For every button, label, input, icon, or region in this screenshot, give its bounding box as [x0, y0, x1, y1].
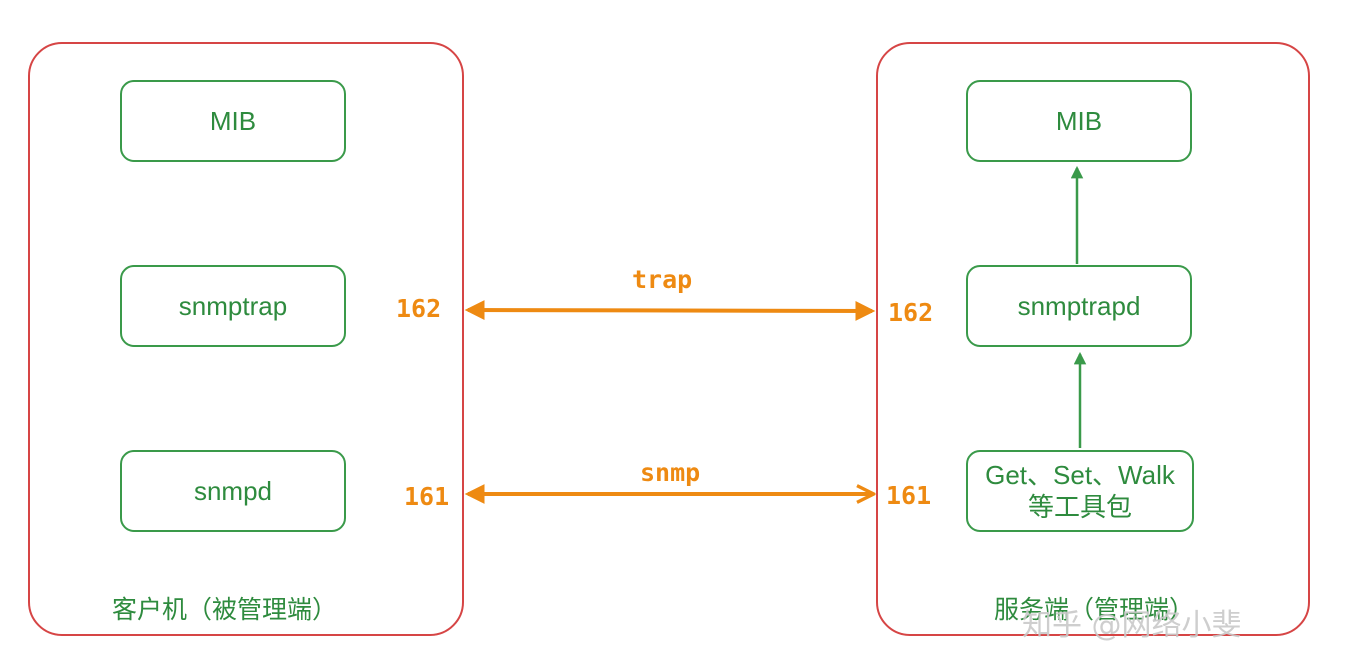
server-tools-line1: Get、Set、Walk [985, 460, 1175, 490]
watermark: 知乎 @网络小斐 [1022, 608, 1242, 643]
server-tools-line2: 等工具包 [1027, 492, 1132, 522]
client-trap-port: 162 [396, 294, 442, 323]
trap-link-arrow [464, 300, 876, 321]
server-snmptrapd-label: snmptrapd [1017, 291, 1141, 321]
client-snmpd-box[interactable]: snmpd [120, 450, 346, 532]
snmp-protocol-label: snmp [640, 458, 701, 487]
server-snmptrapd-box[interactable]: snmptrapd [966, 265, 1192, 347]
client-snmp-port: 161 [404, 482, 450, 511]
server-mib-box[interactable]: MIB [966, 80, 1192, 162]
client-snmptrap-box[interactable]: snmptrap [120, 265, 346, 347]
client-panel-label: 客户机（被管理端） [112, 595, 338, 624]
server-tools-box[interactable]: Get、Set、Walk 等工具包 [966, 450, 1194, 532]
server-mib-label: MIB [1055, 106, 1103, 136]
trap-protocol-label: trap [632, 265, 693, 294]
server-snmp-port: 161 [886, 481, 932, 510]
client-snmptrap-label: snmptrap [178, 291, 288, 321]
client-mib-label: MIB [209, 106, 257, 136]
server-panel-label: 服务端（管理端） [994, 595, 1195, 624]
client-mib-box[interactable]: MIB [120, 80, 346, 162]
server-trap-port: 162 [888, 298, 934, 327]
client-snmpd-label: snmpd [193, 476, 273, 506]
